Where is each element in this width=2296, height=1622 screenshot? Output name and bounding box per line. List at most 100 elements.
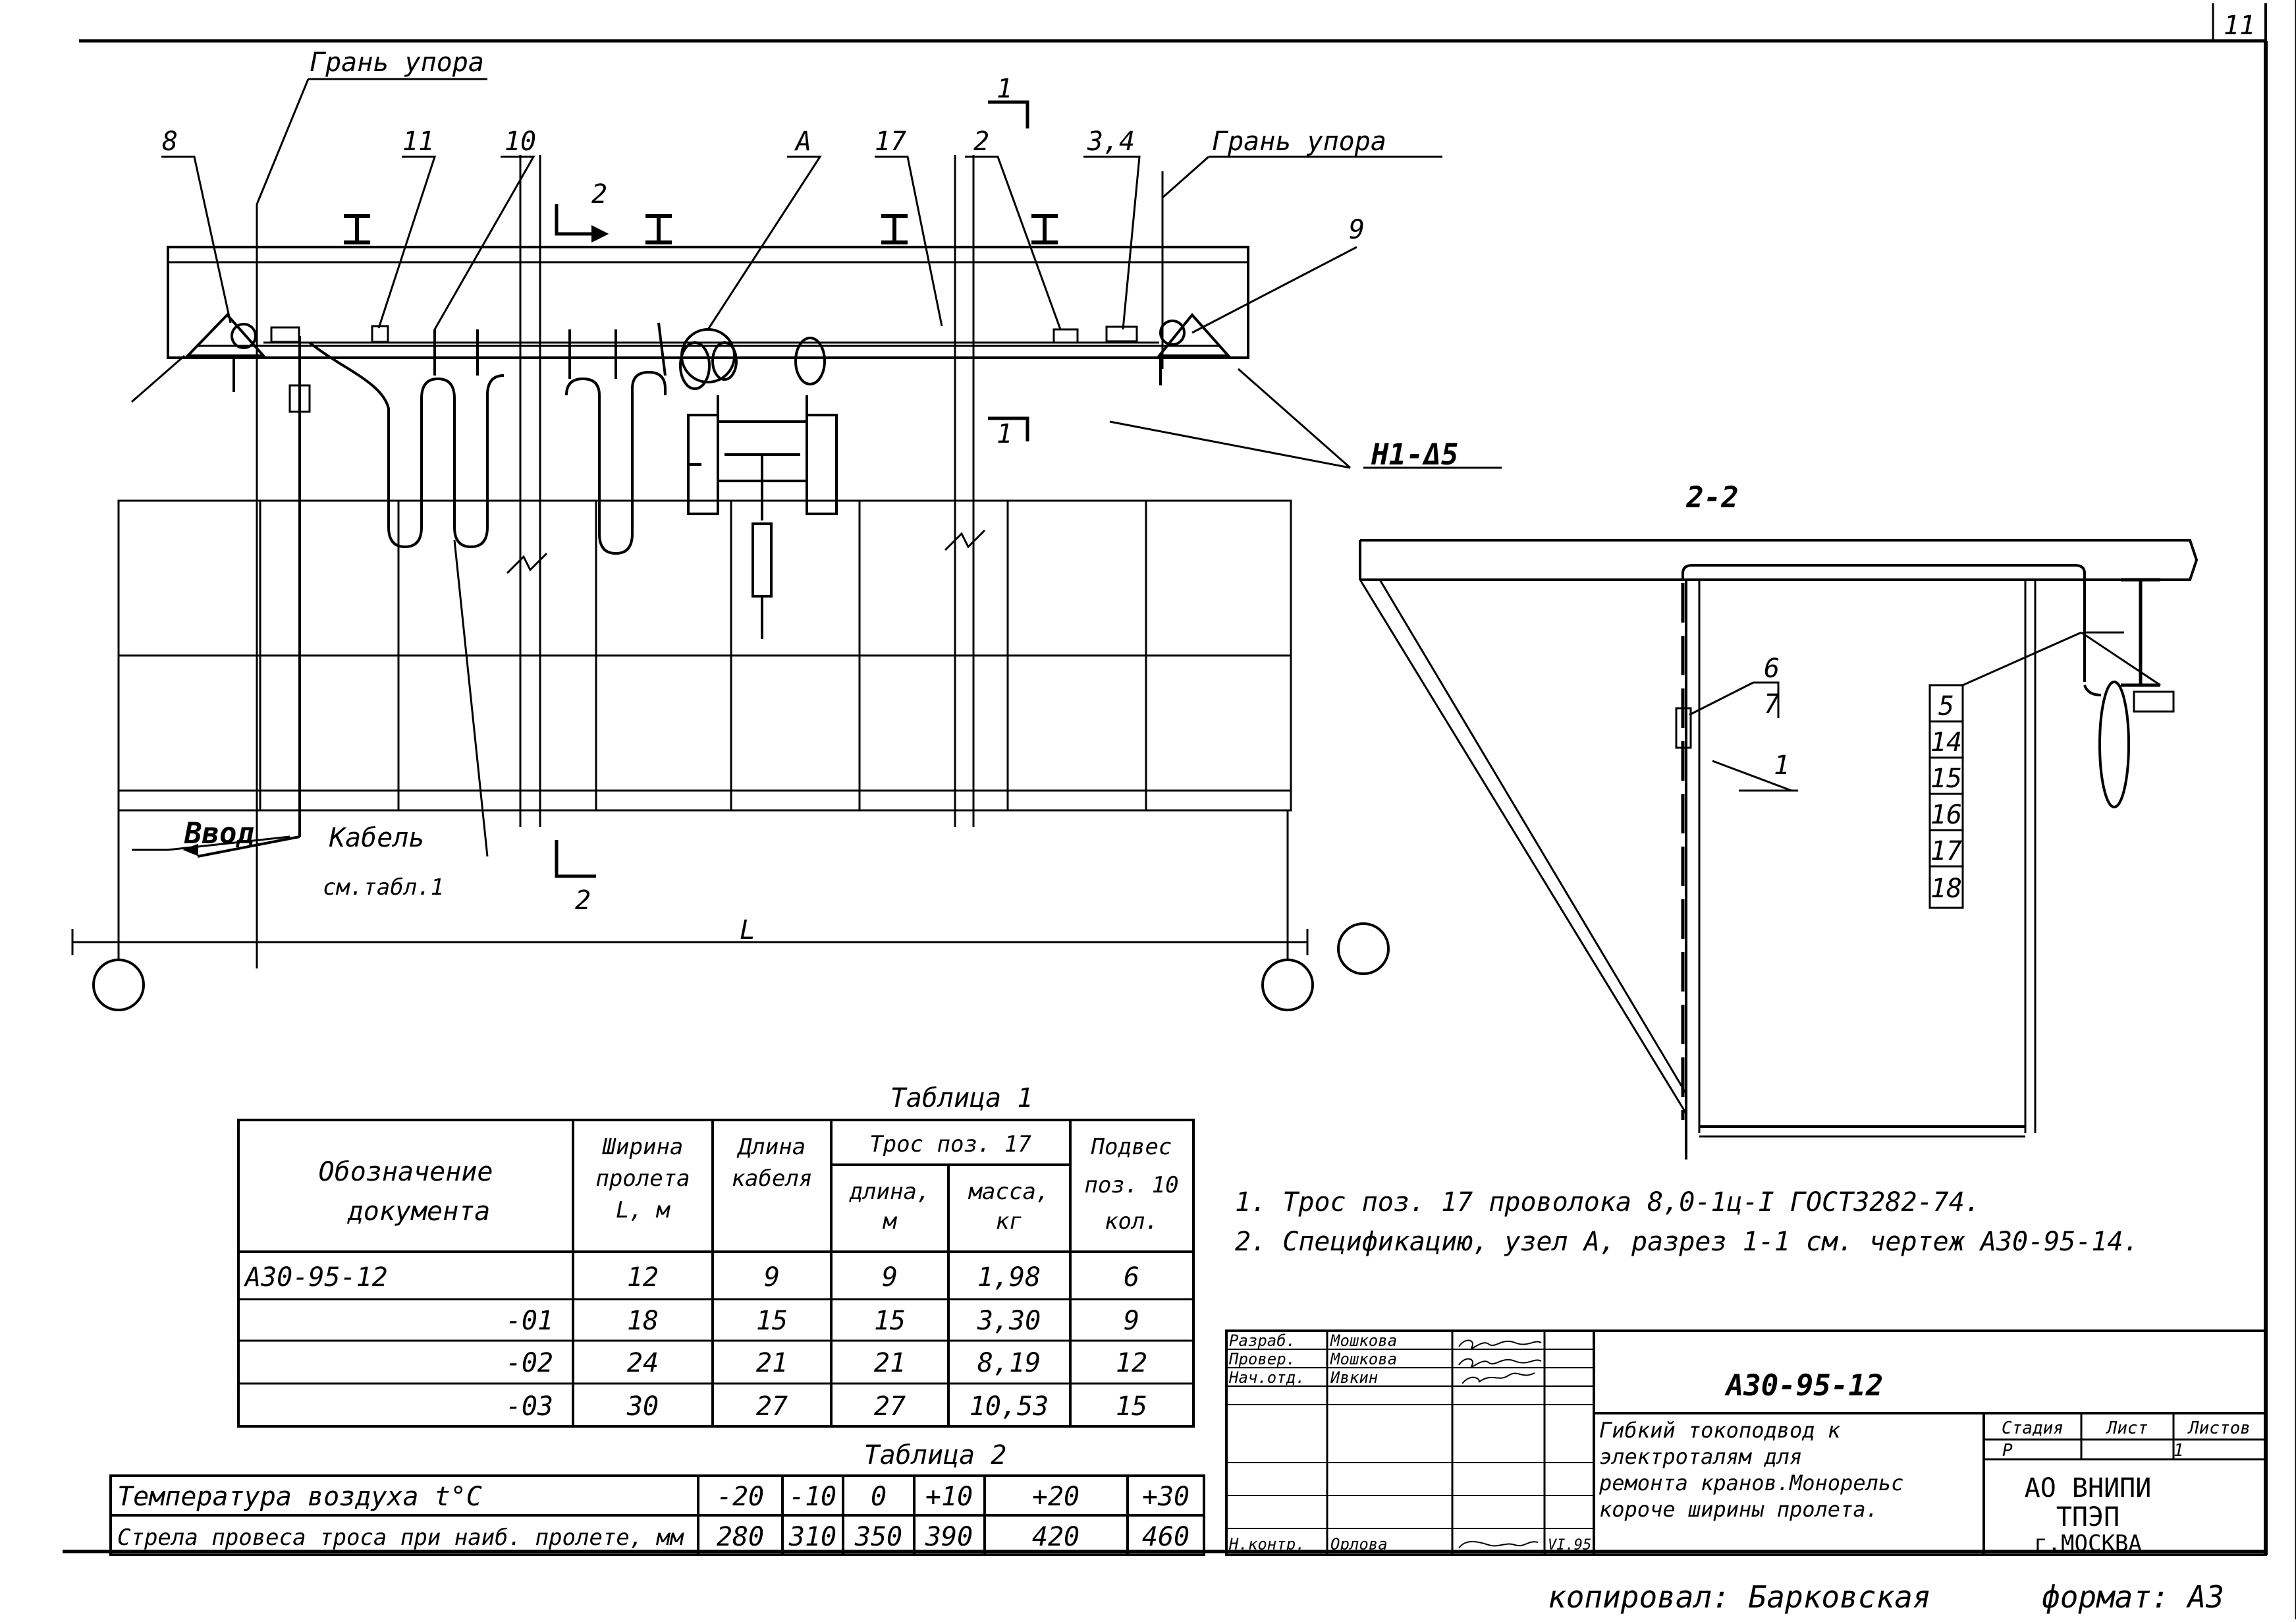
face-left-label: Грань упора	[310, 47, 484, 78]
t1-cell-span: 12	[627, 1262, 659, 1293]
section-2-bottom-label: 2	[575, 885, 591, 916]
section-title: 2-2	[1685, 481, 1738, 515]
note-1: 1. Трос поз. 17 проволока 8,0-1ц-I ГОСТ3…	[1235, 1187, 1981, 1217]
i-beam-symbols	[344, 214, 1058, 244]
tb-desc-line: электроталям для	[1599, 1444, 1802, 1469]
tb-org: АО ВНИПИ	[2025, 1473, 2152, 1503]
t1-header-len: длина,	[849, 1179, 931, 1205]
t1-cell-len: 21	[874, 1348, 906, 1378]
plan-labels: Грань упора Грань упора 8 11 10 А 17 2 3…	[162, 47, 1459, 945]
cable-ref-label: см.табл.1	[323, 874, 444, 901]
t2-row2-cell: 390	[925, 1522, 973, 1552]
t2-row1-cell: 0	[871, 1482, 887, 1512]
t2-row2-cell: 460	[1142, 1522, 1189, 1552]
footer: копировал: Барковская формат: А3	[1548, 1579, 2224, 1615]
t1-header-mass: кг	[996, 1208, 1023, 1235]
tb-sheet: 1	[2173, 1441, 2184, 1461]
stack-item: 16	[1930, 800, 1962, 830]
t1-cell-len: 9	[882, 1262, 898, 1293]
table-1-caption: Таблица 1	[890, 1083, 1033, 1113]
t1-cell-hang: 9	[1124, 1306, 1139, 1336]
tb-role: Нач.отд.	[1228, 1368, 1305, 1387]
t1-cell-mass: 8,19	[977, 1348, 1041, 1378]
section-1-top-label: 1	[997, 74, 1012, 104]
t1-header-span: Ширина	[602, 1134, 684, 1160]
sheet-frame	[63, 0, 2296, 1619]
tb-doc-code: А30-95-12	[1724, 1369, 1883, 1403]
t1-cell-len: 27	[874, 1391, 906, 1422]
t1-header-hang: Подвес	[1091, 1134, 1172, 1160]
t2-row1-cell: -20	[717, 1482, 764, 1512]
t1-cell-mass: 3,30	[977, 1306, 1041, 1336]
table-1: Таблица 1 Обозначение документа Ширина п…	[243, 1083, 1179, 1422]
footer-format: формат: А3	[2042, 1579, 2224, 1615]
table-2-grid	[109, 1474, 1205, 1556]
t1-cell-cable: 9	[764, 1262, 780, 1293]
stack-item: 5	[1938, 691, 1954, 721]
section-pos-6: 6	[1764, 654, 1780, 684]
table-2-caption: Таблица 2	[864, 1440, 1007, 1470]
weld-label: Н1-Δ5	[1371, 438, 1458, 472]
signatures	[1458, 1339, 1542, 1549]
t1-cell-span: 18	[627, 1306, 659, 1336]
pos-10-label: 10	[505, 126, 536, 157]
t1-cell-hang: 6	[1124, 1262, 1139, 1293]
cable-label: Кабель	[329, 823, 425, 853]
pos-3-4-label: 3,4	[1087, 126, 1135, 157]
t2-row2-label: Стрела провеса троса при наиб. пролете, …	[117, 1524, 684, 1551]
t1-cell-doc: -01	[506, 1306, 553, 1336]
sheet-number: 11	[2224, 11, 2255, 41]
tb-org: ТПЭП	[2056, 1502, 2119, 1532]
t1-cell-mass: 10,53	[970, 1391, 1049, 1422]
t2-row1-cell: +10	[925, 1482, 973, 1512]
tb-stage: Р	[2002, 1441, 2013, 1461]
section-1-bottom-label: 1	[997, 419, 1012, 449]
stack-item: 17	[1930, 836, 1962, 866]
t2-row2-cell: 420	[1032, 1522, 1080, 1552]
section-pos-7: 7	[1764, 689, 1780, 719]
section-labels: 2-2 6 7 1 5 14 15 16 17 18	[1685, 481, 1962, 904]
tb-date: VI.95	[1548, 1537, 1591, 1553]
tb-h-sheet: Лист	[2106, 1418, 2148, 1438]
tb-role: Провер.	[1228, 1350, 1296, 1368]
t1-cell-mass: 1,98	[977, 1262, 1041, 1293]
tb-name: Мошкова	[1330, 1331, 1397, 1350]
stack-item: 15	[1930, 764, 1962, 794]
stack-item: 18	[1930, 874, 1962, 904]
face-right-label: Грань упора	[1212, 126, 1386, 157]
pos-17-label: 17	[875, 126, 906, 157]
t1-cell-doc: А30-95-12	[243, 1262, 388, 1293]
t1-header-hang: кол.	[1105, 1208, 1159, 1235]
pos-2-label: 2	[973, 126, 989, 157]
t2-row2-cell: 280	[717, 1522, 764, 1552]
input-label: Ввод	[184, 817, 254, 851]
title-block: Разраб. Мошкова Провер. Мошкова Нач.отд.…	[1228, 1331, 2251, 1557]
t1-cell-cable: 15	[756, 1306, 788, 1336]
t1-header-mass: масса,	[968, 1179, 1050, 1205]
section-pos-1: 1	[1774, 750, 1790, 781]
stack-item: 14	[1930, 727, 1962, 758]
section-2-2-view	[1337, 539, 2199, 1160]
notes: 1. Трос поз. 17 проволока 8,0-1ц-I ГОСТ3…	[1235, 1187, 2139, 1257]
hoist-trolley	[679, 328, 838, 639]
span-label: L	[740, 915, 755, 945]
tb-desc-line: Гибкий токоподвод к	[1599, 1418, 1841, 1443]
t1-cell-cable: 21	[756, 1348, 788, 1378]
tb-desc-line: ремонта кранов.Монорельс	[1599, 1470, 1903, 1496]
t1-cell-doc: -02	[506, 1348, 553, 1378]
t1-cell-cable: 27	[756, 1391, 788, 1422]
tb-h-sheets: Листов	[2187, 1418, 2251, 1438]
pos-11-label: 11	[402, 126, 434, 157]
tb-role: Н.контр.	[1228, 1535, 1305, 1553]
t1-cell-span: 30	[626, 1391, 659, 1422]
plan-view	[71, 78, 1502, 1011]
node-a-label: А	[794, 126, 811, 157]
pos-8-label: 8	[162, 126, 178, 157]
title-block-grid	[1225, 1329, 2267, 1556]
tb-role: Разраб.	[1229, 1331, 1296, 1350]
t1-header-span: L, м	[616, 1197, 670, 1223]
t2-row1-cell: +30	[1142, 1482, 1189, 1512]
t1-header-cable: кабеля	[732, 1165, 813, 1192]
section-2-top-label: 2	[591, 179, 607, 210]
t2-row2-cell: 350	[854, 1522, 902, 1552]
